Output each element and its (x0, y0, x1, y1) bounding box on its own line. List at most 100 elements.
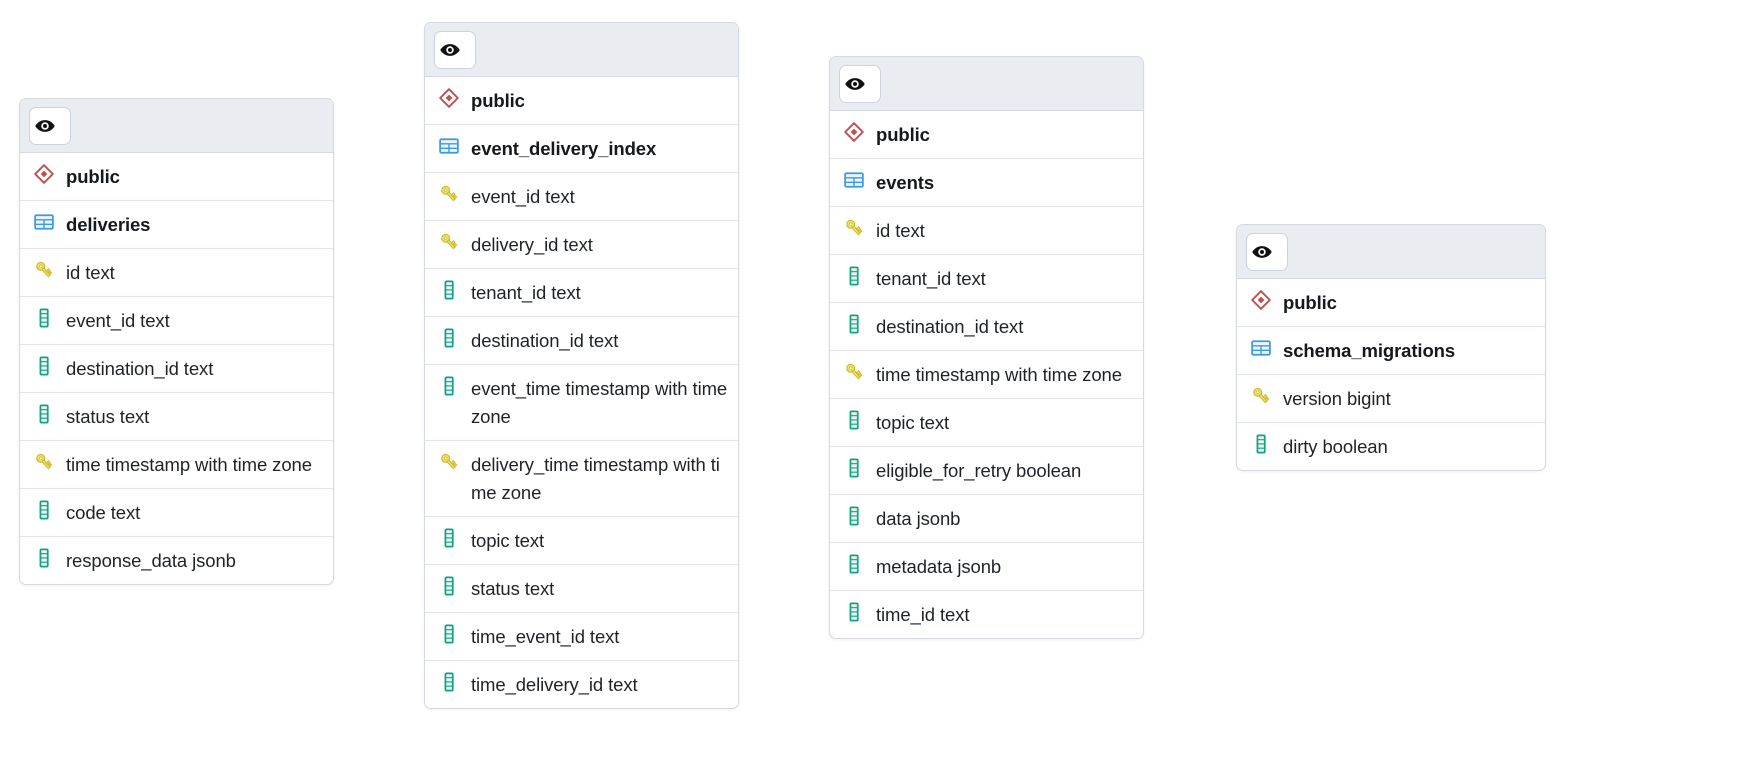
column-icon (438, 278, 460, 302)
key-icon (33, 258, 55, 282)
eye-icon (439, 38, 461, 62)
table-node-event_delivery_index[interactable]: public event_delivery_index event_id text d… (424, 22, 739, 709)
column-row[interactable]: response_data jsonb (20, 537, 333, 584)
eye-icon (34, 114, 56, 138)
column-row[interactable]: delivery_time timestamp with time zone (425, 441, 738, 517)
column-icon (33, 354, 55, 378)
schema-row[interactable]: public (20, 153, 333, 201)
table-name: events (876, 172, 935, 193)
column-label: version bigint (1283, 388, 1391, 409)
schema-icon (1250, 288, 1272, 312)
visibility-toggle-button[interactable] (1246, 232, 1288, 271)
column-row[interactable]: eligible_for_retry boolean (830, 447, 1143, 495)
column-label: id text (876, 220, 925, 241)
column-label: id text (66, 262, 115, 283)
table-name-row[interactable]: schema_migrations (1237, 327, 1545, 375)
table-icon (33, 210, 55, 234)
column-row[interactable]: destination_id text (830, 303, 1143, 351)
column-icon (438, 326, 460, 350)
column-icon (438, 574, 460, 598)
visibility-toggle-button[interactable] (839, 64, 881, 103)
column-row[interactable]: tenant_id text (830, 255, 1143, 303)
column-icon (33, 402, 55, 426)
column-row[interactable]: time_delivery_id text (425, 661, 738, 708)
schema-name: public (66, 166, 120, 187)
node-header[interactable] (425, 23, 738, 77)
schema-row[interactable]: public (1237, 279, 1545, 327)
table-name-row[interactable]: deliveries (20, 201, 333, 249)
column-icon (438, 526, 460, 550)
column-row[interactable]: metadata jsonb (830, 543, 1143, 591)
column-row[interactable]: event_id text (425, 173, 738, 221)
node-header[interactable] (830, 57, 1143, 111)
table-icon (1250, 336, 1272, 360)
column-row[interactable]: time_event_id text (425, 613, 738, 661)
table-name-row[interactable]: event_delivery_index (425, 125, 738, 173)
column-icon (843, 264, 865, 288)
column-label: tenant_id text (471, 282, 581, 303)
column-row[interactable]: dirty boolean (1237, 423, 1545, 470)
eye-icon (1251, 240, 1273, 264)
schema-row[interactable]: public (830, 111, 1143, 159)
schema-name: public (876, 124, 930, 145)
table-name: deliveries (66, 214, 151, 235)
schema-icon (438, 86, 460, 110)
column-icon (438, 670, 460, 694)
node-header[interactable] (1237, 225, 1545, 279)
column-icon (33, 498, 55, 522)
column-row[interactable]: time timestamp with time zone (20, 441, 333, 489)
column-row[interactable]: destination_id text (20, 345, 333, 393)
column-row[interactable]: id text (20, 249, 333, 297)
column-label: time_delivery_id text (471, 674, 638, 695)
column-label: delivery_id text (471, 234, 593, 255)
column-label: event_time timestamp with time zone (471, 378, 728, 427)
key-icon (438, 182, 460, 206)
column-icon (843, 600, 865, 624)
table-name-row[interactable]: events (830, 159, 1143, 207)
table-icon (438, 134, 460, 158)
column-row[interactable]: event_time timestamp with time zone (425, 365, 738, 441)
column-row[interactable]: data jsonb (830, 495, 1143, 543)
column-row[interactable]: version bigint (1237, 375, 1545, 423)
column-label: time_id text (876, 604, 970, 625)
column-label: code text (66, 502, 141, 523)
key-icon (843, 216, 865, 240)
key-icon (438, 450, 460, 474)
column-row[interactable]: id text (830, 207, 1143, 255)
column-row[interactable]: delivery_id text (425, 221, 738, 269)
column-row[interactable]: code text (20, 489, 333, 537)
schema-row[interactable]: public (425, 77, 738, 125)
column-row[interactable]: status text (20, 393, 333, 441)
column-label: destination_id text (471, 330, 619, 351)
column-row[interactable]: time_id text (830, 591, 1143, 638)
column-icon (438, 622, 460, 646)
column-row[interactable]: topic text (830, 399, 1143, 447)
column-row[interactable]: tenant_id text (425, 269, 738, 317)
column-row[interactable]: time timestamp with time zone (830, 351, 1143, 399)
column-icon (33, 546, 55, 570)
visibility-toggle-button[interactable] (434, 30, 476, 69)
column-row[interactable]: destination_id text (425, 317, 738, 365)
column-label: metadata jsonb (876, 556, 1002, 577)
key-icon (33, 450, 55, 474)
column-label: tenant_id text (876, 268, 986, 289)
table-node-events[interactable]: public events id text tenant_id text destina… (829, 56, 1144, 639)
column-icon (843, 408, 865, 432)
column-row[interactable]: status text (425, 565, 738, 613)
schema-icon (843, 120, 865, 144)
column-label: response_data jsonb (66, 550, 236, 571)
table-name: event_delivery_index (471, 138, 657, 159)
column-icon (843, 504, 865, 528)
column-label: eligible_for_retry boolean (876, 460, 1082, 481)
column-row[interactable]: topic text (425, 517, 738, 565)
column-row[interactable]: event_id text (20, 297, 333, 345)
table-icon (843, 168, 865, 192)
table-name: schema_migrations (1283, 340, 1456, 361)
column-label: topic text (876, 412, 950, 433)
visibility-toggle-button[interactable] (29, 106, 71, 145)
node-header[interactable] (20, 99, 333, 153)
column-label: delivery_time timestamp with time zone (471, 454, 720, 503)
